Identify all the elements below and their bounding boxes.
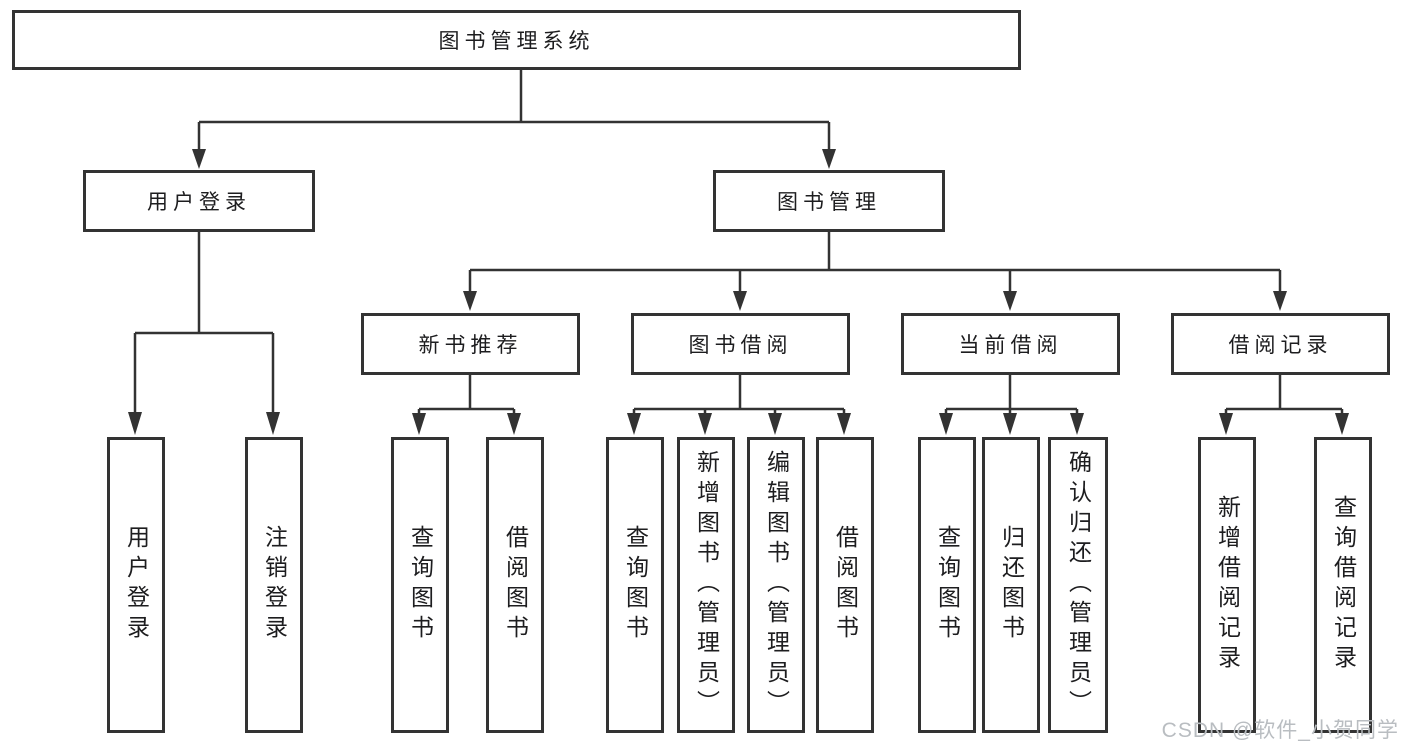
node-book-management-label: 图书管理 bbox=[777, 191, 881, 214]
leaf-query-books-current-label: 查询图书 bbox=[934, 525, 961, 645]
leaf-query-borrow-record-label: 查询借阅记录 bbox=[1330, 495, 1357, 675]
leaf-query-books-borrowing-label: 查询图书 bbox=[622, 525, 649, 645]
node-library-system-label: 图书管理系统 bbox=[438, 30, 595, 53]
node-new-book-recommendation-label: 新书推荐 bbox=[418, 334, 523, 357]
leaf-query-books-current: 查询图书 bbox=[918, 437, 976, 733]
node-library-system: 图书管理系统 bbox=[12, 10, 1021, 70]
node-book-borrowing: 图书借阅 bbox=[631, 313, 850, 375]
node-current-borrowing-label: 当前借阅 bbox=[958, 334, 1063, 357]
leaf-borrow-books-borrowing-label: 借阅图书 bbox=[832, 525, 859, 645]
node-book-management: 图书管理 bbox=[713, 170, 945, 232]
node-borrowing-records-label: 借阅记录 bbox=[1228, 334, 1333, 357]
leaf-user-login-label: 用户登录 bbox=[123, 525, 150, 645]
leaf-user-login: 用户登录 bbox=[107, 437, 165, 733]
node-user-login-label: 用户登录 bbox=[147, 191, 251, 214]
leaf-query-books-borrowing: 查询图书 bbox=[606, 437, 664, 733]
leaf-add-borrow-record-label: 新增借阅记录 bbox=[1214, 495, 1241, 675]
connector-arrowheads bbox=[128, 149, 1349, 435]
node-borrowing-records: 借阅记录 bbox=[1171, 313, 1390, 375]
leaf-borrow-books-recommend-label: 借阅图书 bbox=[502, 525, 529, 645]
leaf-add-book-admin-label: 新增图书（管理员） bbox=[693, 450, 720, 720]
leaf-confirm-return-admin: 确认归还（管理员） bbox=[1048, 437, 1108, 733]
leaf-logout-login: 注销登录 bbox=[245, 437, 303, 733]
leaf-logout-login-label: 注销登录 bbox=[261, 525, 288, 645]
node-new-book-recommendation: 新书推荐 bbox=[361, 313, 580, 375]
leaf-query-books-recommend: 查询图书 bbox=[391, 437, 449, 733]
leaf-return-books: 归还图书 bbox=[982, 437, 1040, 733]
csdn-watermark: CSDN @软件_小贺同学 bbox=[1161, 719, 1399, 742]
leaf-query-borrow-record: 查询借阅记录 bbox=[1314, 437, 1372, 733]
node-book-borrowing-label: 图书借阅 bbox=[688, 334, 793, 357]
node-user-login: 用户登录 bbox=[83, 170, 315, 232]
leaf-borrow-books-borrowing: 借阅图书 bbox=[816, 437, 874, 733]
leaf-borrow-books-recommend: 借阅图书 bbox=[486, 437, 544, 733]
leaf-add-borrow-record: 新增借阅记录 bbox=[1198, 437, 1256, 733]
leaf-edit-book-admin-label: 编辑图书（管理员） bbox=[763, 450, 790, 720]
leaf-add-book-admin: 新增图书（管理员） bbox=[677, 437, 735, 733]
leaf-query-books-recommend-label: 查询图书 bbox=[407, 525, 434, 645]
leaf-edit-book-admin: 编辑图书（管理员） bbox=[747, 437, 805, 733]
leaf-return-books-label: 归还图书 bbox=[998, 525, 1025, 645]
leaf-confirm-return-admin-label: 确认归还（管理员） bbox=[1065, 450, 1092, 720]
node-current-borrowing: 当前借阅 bbox=[901, 313, 1120, 375]
